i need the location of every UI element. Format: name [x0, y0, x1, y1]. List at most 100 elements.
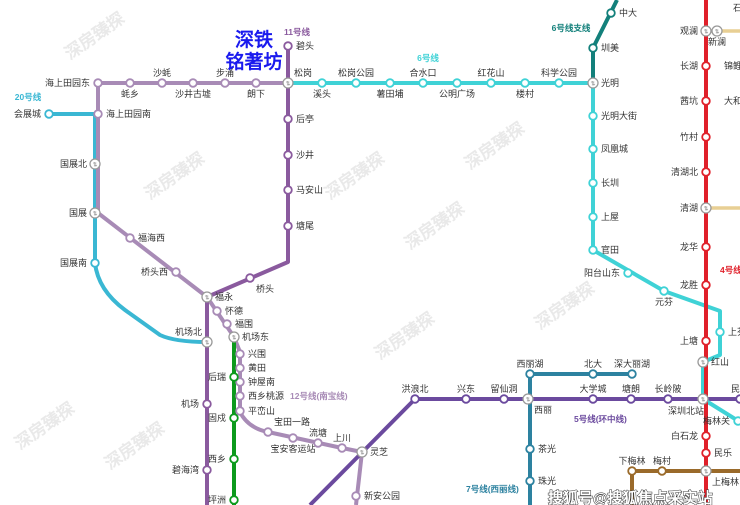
station[interactable]: 民乐 — [701, 447, 732, 458]
station[interactable]: 楼村 — [516, 78, 534, 99]
station[interactable]: 西丽湖 — [516, 359, 544, 379]
station[interactable]: 西乡 — [208, 454, 239, 464]
station[interactable]: 新安公园 — [351, 490, 400, 501]
station[interactable]: 阳台山东 — [584, 267, 633, 278]
station[interactable]: ⇅机场东 — [228, 331, 269, 343]
station[interactable]: 沙井古墟 — [175, 78, 211, 99]
station[interactable]: ⇅深圳北站 — [668, 393, 709, 416]
station[interactable]: 留仙洞 — [490, 383, 518, 404]
station[interactable]: 上塘 — [680, 335, 711, 346]
station[interactable]: 塘尾 — [283, 220, 314, 231]
station[interactable]: 马安山 — [283, 184, 323, 195]
station[interactable]: 红花山 — [477, 67, 505, 88]
station-node-icon — [588, 144, 598, 154]
station[interactable]: ⇅灵芝 — [356, 446, 388, 458]
station[interactable]: 公明广场 — [439, 78, 475, 99]
station-node-icon — [125, 78, 135, 88]
station[interactable]: 元芬 — [655, 286, 673, 307]
station[interactable]: 坪洲 — [208, 495, 239, 505]
station[interactable]: 茜坑 — [680, 95, 711, 106]
station[interactable]: 茶光 — [525, 443, 556, 454]
station[interactable]: ⇅观澜 — [680, 25, 712, 37]
station[interactable]: 溪头 — [313, 78, 331, 99]
station[interactable]: 上芬 — [715, 327, 740, 337]
station[interactable]: 西乡桃源 — [235, 390, 284, 401]
station[interactable]: 珠光 — [525, 475, 556, 486]
station[interactable]: 碧海湾 — [172, 464, 212, 475]
station[interactable]: 大学城 — [579, 383, 607, 404]
station[interactable]: 桥头 — [245, 273, 274, 294]
station[interactable]: ⇅西丽 — [522, 393, 552, 415]
station[interactable]: 龙华 — [680, 241, 711, 252]
station[interactable]: 北大 — [584, 358, 602, 379]
station[interactable]: 会展城 — [14, 108, 54, 119]
station[interactable]: 清湖北 — [671, 166, 711, 177]
station[interactable]: 圳美 — [588, 42, 619, 53]
station[interactable]: 官田 — [588, 244, 619, 255]
station[interactable]: 沙蚝 — [153, 68, 171, 88]
station[interactable]: 深大丽湖 — [614, 358, 650, 379]
station[interactable]: 蚝乡 — [121, 78, 139, 99]
station[interactable]: 桥头西 — [141, 266, 181, 277]
station[interactable]: 黄田 — [235, 362, 266, 373]
station[interactable]: 上屋 — [588, 212, 619, 222]
station[interactable]: 机场 — [181, 398, 212, 409]
station[interactable]: ⇅国展北 — [60, 158, 101, 170]
station[interactable]: 兴围 — [235, 349, 266, 359]
station[interactable]: 宝安客运站 — [270, 433, 316, 454]
watermark-text: 深房臻探 — [401, 198, 468, 253]
station[interactable]: 朗下 — [247, 78, 265, 99]
station[interactable]: ⇅新澜 — [708, 25, 726, 47]
station[interactable]: 海上田园东 — [45, 77, 103, 88]
station[interactable]: ⇅机场北 — [175, 326, 213, 348]
station[interactable]: 龙胜 — [680, 279, 711, 290]
station[interactable]: 长岭陂 — [654, 383, 682, 404]
station-label: 会展城 — [14, 108, 41, 119]
station[interactable]: 洪浪北 — [401, 383, 429, 404]
station[interactable]: ⇅清湖 — [680, 202, 712, 214]
station[interactable]: 中大 — [606, 7, 637, 18]
station[interactable]: 下梅林 — [618, 455, 646, 476]
station[interactable]: 凤凰城 — [588, 144, 628, 154]
station[interactable]: 松岗公园 — [338, 67, 374, 88]
station[interactable]: 上川 — [333, 433, 351, 453]
station[interactable]: 民治 — [731, 383, 740, 404]
station[interactable]: 福围 — [222, 318, 253, 329]
station[interactable]: ⇅松岗 — [282, 67, 312, 89]
station[interactable]: ⇅福永 — [201, 291, 233, 303]
station[interactable]: 平峦山 — [235, 405, 275, 416]
station[interactable]: 固戍 — [208, 412, 239, 423]
station[interactable]: 长圳 — [588, 177, 619, 188]
station[interactable]: 后瑞 — [208, 371, 239, 382]
station[interactable]: 塘朗 — [622, 383, 640, 404]
station[interactable]: 兴东 — [457, 383, 475, 404]
station[interactable]: 合水口 — [409, 67, 437, 88]
station[interactable]: 竹村 — [680, 131, 711, 142]
interchange-arrows-icon: ⇅ — [590, 81, 595, 88]
station[interactable]: ⇅上梅林 — [700, 465, 739, 487]
station[interactable]: 梅村 — [653, 455, 671, 476]
station[interactable]: 海上田园南 — [93, 108, 151, 119]
station[interactable]: ⇅国展 — [69, 207, 101, 219]
station[interactable]: 步涌 — [216, 68, 234, 88]
station[interactable]: 白石龙 — [671, 430, 711, 441]
station[interactable]: 流塘 — [309, 427, 327, 448]
station[interactable]: ⇅红山 — [697, 356, 729, 368]
station[interactable]: 怀德 — [212, 305, 243, 316]
station[interactable]: 碧头 — [283, 40, 314, 51]
station-label: 观澜 — [680, 26, 698, 36]
station[interactable]: 国展南 — [60, 257, 100, 268]
station[interactable]: 宝田一路 — [263, 416, 310, 437]
station[interactable]: 梅林关 — [703, 415, 740, 426]
station[interactable]: 科学公园 — [541, 67, 577, 88]
station-node-icon — [317, 78, 327, 88]
station[interactable]: 薯田埔 — [376, 78, 404, 99]
station-label: 后亭 — [296, 113, 314, 124]
station[interactable]: 后亭 — [283, 113, 314, 124]
station[interactable]: 光明大街 — [588, 110, 637, 121]
station[interactable]: 钟屋南 — [235, 376, 275, 387]
station[interactable]: ⇅光明 — [587, 77, 619, 89]
station[interactable]: 沙井 — [283, 149, 314, 160]
station[interactable]: 福海西 — [125, 232, 165, 243]
station[interactable]: 长湖 — [680, 60, 711, 71]
